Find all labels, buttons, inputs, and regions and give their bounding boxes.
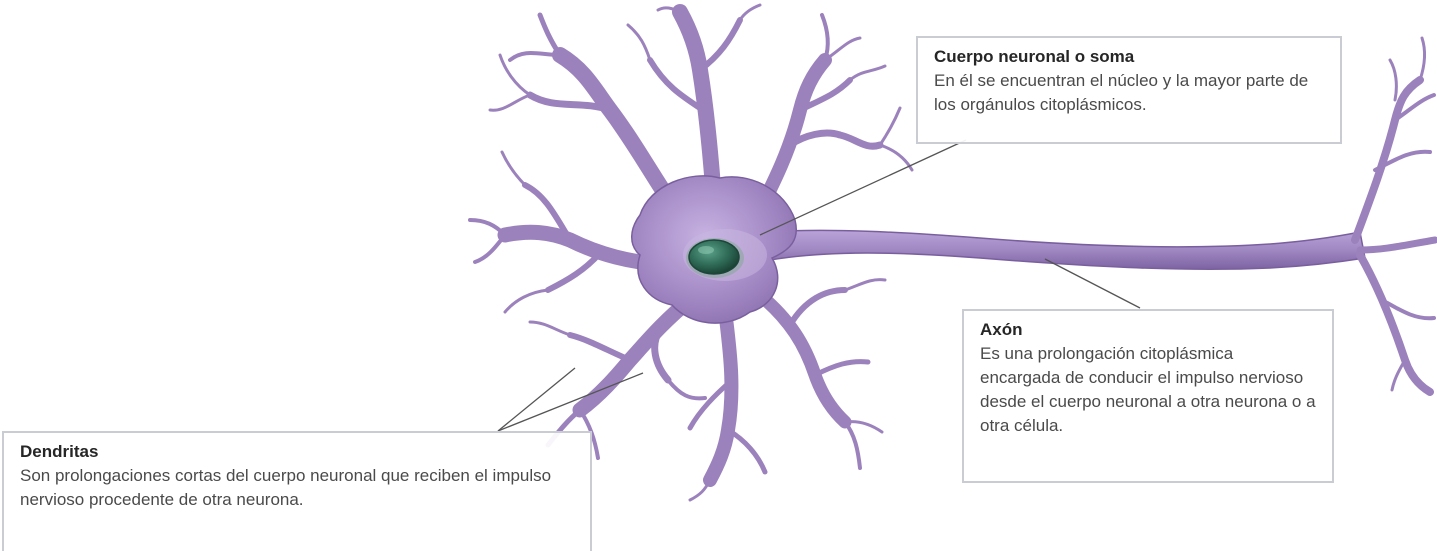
soma-callout-title: Cuerpo neuronal o soma [934, 47, 1135, 66]
dendrites-leader-line-1 [497, 367, 576, 432]
soma-leader-line [759, 139, 967, 236]
axon-leader-line [1044, 258, 1141, 309]
dendrites-callout: Dendritas Son prolongaciones cortas del … [2, 431, 592, 551]
soma-callout-text: En él se encuentran el núcleo y la mayor… [934, 71, 1309, 114]
axon-terminals [1351, 36, 1437, 396]
dendrites-leader-line-2 [497, 372, 644, 432]
dendrites [468, 3, 914, 502]
dendrites-callout-title: Dendritas [20, 442, 99, 461]
axon [764, 229, 1366, 271]
dendrites-callout-text: Son prolongaciones cortas del cuerpo neu… [20, 466, 552, 509]
axon-callout-text: Es una prolongación citoplásmica encarga… [980, 344, 1316, 435]
axon-callout-title: Axón [980, 320, 1023, 339]
nucleus [686, 238, 744, 278]
axon-callout: Axón Es una prolongación citoplásmica en… [962, 309, 1334, 483]
neuron-illustration [468, 3, 1437, 502]
leader-lines [497, 139, 1141, 432]
soma-callout: Cuerpo neuronal o soma En él se encuentr… [916, 36, 1342, 144]
